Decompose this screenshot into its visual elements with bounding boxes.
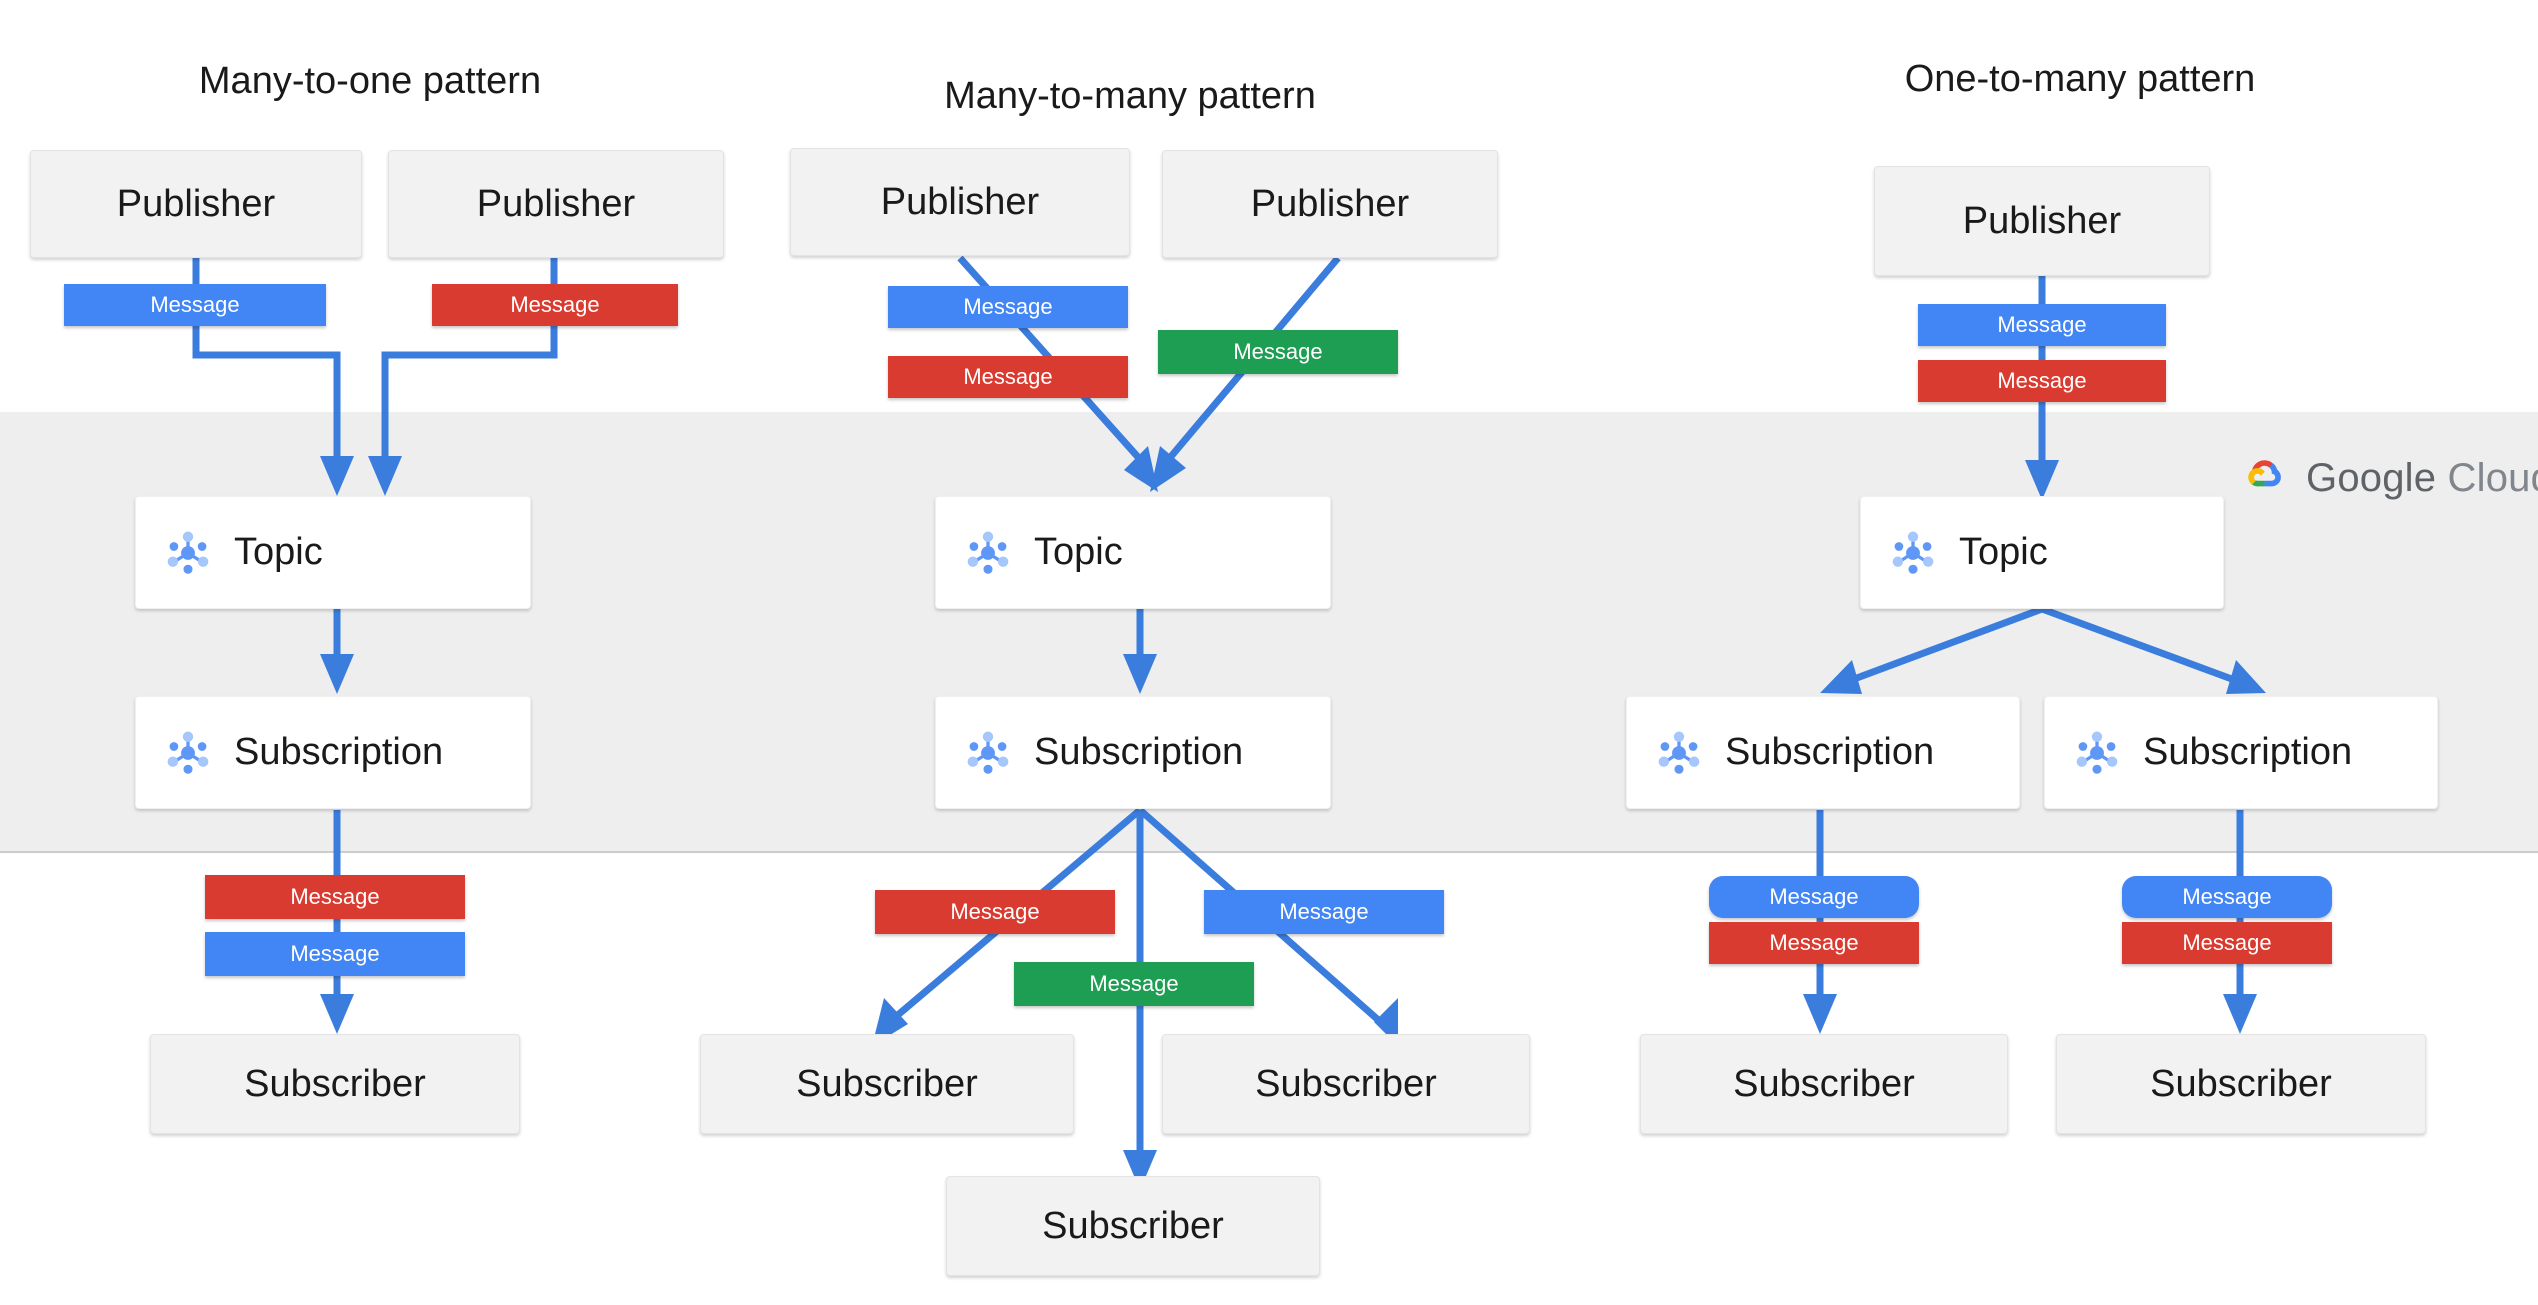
publisher-label: Publisher [476,182,636,225]
subscription-box-c2[interactable]: Subscription [935,696,1331,809]
message-label: Message [2182,930,2272,955]
subscriber-box-c2-right[interactable]: Subscriber [1162,1034,1530,1134]
message-chip-publish-blue-c3[interactable]: Message [1918,304,2166,346]
publisher-box-1[interactable]: Publisher [30,150,362,258]
message-label: Message [1089,971,1179,996]
subscriber-box-c1[interactable]: Subscriber [150,1034,520,1134]
publisher-label: Publisher [1250,182,1410,225]
arrowhead-publisher-topic-c3 [2025,460,2059,500]
subscription-label: Subscription [2143,731,2353,773]
publisher-box-3[interactable]: Publisher [790,148,1130,256]
subscription-box-c1[interactable]: Subscription [135,696,531,809]
wire-topic-to-sub-left-c3 [1836,605,2044,689]
subscriber-label: Subscriber [1042,1204,1224,1247]
topic-box-c1[interactable]: Topic [135,496,531,609]
message-chip-publish-red-c2[interactable]: Message [888,356,1128,398]
arrowhead-topic-sub-right-c3 [2226,660,2266,694]
pubsub-node-icon [167,531,209,574]
message-chip-deliver-red-c3-left[interactable]: Message [1709,922,1919,964]
topic-label: Topic [1959,531,2048,573]
wire-topic-to-sub-right-c3 [2040,605,2250,689]
message-chip-deliver-blue-c3-left[interactable]: Message [1709,876,1919,918]
arrowhead-pub2-topic [368,456,402,496]
message-label: Message [963,364,1053,389]
subscriber-label: Subscriber [796,1062,978,1105]
publisher-box-2[interactable]: Publisher [388,150,724,258]
pubsub-node-icon [2076,731,2118,774]
arrowhead-topic-sub-c2 [1123,654,1157,694]
google-cloud-logo: Google Cloud [2238,452,2538,504]
message-label: Message [290,941,380,966]
arrowhead-sub-subscriber-right-c3 [2223,994,2257,1034]
subscriber-label: Subscriber [244,1062,426,1105]
message-label: Message [1997,368,2087,393]
message-chip-publish-red-c3[interactable]: Message [1918,360,2166,402]
google-cloud-wordmark: Google Cloud [2306,456,2538,501]
arrowhead-topic-sub-c1 [320,654,354,694]
publisher-label: Publisher [880,180,1040,223]
message-label: Message [2182,884,2272,909]
publisher-label: Publisher [1962,199,2122,242]
message-chip-publish-green-c2[interactable]: Message [1158,330,1398,374]
arrowhead-topic-sub-left-c3 [1820,660,1862,694]
pubsub-node-icon [967,731,1009,774]
message-chip-publish-blue-c2[interactable]: Message [888,286,1128,328]
message-label: Message [150,292,240,317]
message-label: Message [1279,899,1369,924]
publisher-box-5[interactable]: Publisher [1874,166,2210,276]
subscription-label: Subscription [1034,731,1244,773]
message-label: Message [1997,312,2087,337]
subscription-label: Subscription [1725,731,1935,773]
pattern-title-one-to-many: One-to-many pattern [1904,58,2256,100]
subscription-label: Subscription [234,731,444,773]
arrowhead-sub-center-c2 [1123,1150,1157,1190]
subscriber-box-c2-left[interactable]: Subscriber [700,1034,1074,1134]
publisher-box-4[interactable]: Publisher [1162,150,1498,258]
topic-label: Topic [1034,531,1123,573]
message-label: Message [1769,884,1859,909]
message-label: Message [1233,339,1323,364]
message-label: Message [1769,930,1859,955]
publisher-label: Publisher [116,182,276,225]
subscriber-label: Subscriber [1733,1062,1915,1105]
arrowhead-sub-subscriber-left-c3 [1803,994,1837,1034]
message-chip-deliver-blue-c3-right[interactable]: Message [2122,876,2332,918]
message-chip-deliver-green-c2[interactable]: Message [1014,962,1254,1006]
pubsub-node-icon [1658,731,1700,774]
message-label: Message [963,294,1053,319]
message-chip-publish-blue-c1[interactable]: Message [64,284,326,326]
subscriber-label: Subscriber [2150,1062,2332,1105]
subscription-box-c3-left[interactable]: Subscription [1626,696,2020,809]
arrowhead-pub4-topic [1150,446,1186,492]
google-cloud-logo-icon [2248,460,2281,487]
pattern-title-many-to-many: Many-to-many pattern [944,75,1316,117]
subscriber-label: Subscriber [1255,1062,1437,1105]
message-chip-deliver-red-c1[interactable]: Message [205,875,465,919]
message-chip-deliver-blue-c1[interactable]: Message [205,932,465,976]
message-chip-publish-red-c1[interactable]: Message [432,284,678,326]
pubsub-node-icon [167,731,209,774]
topic-box-c3[interactable]: Topic [1860,496,2224,609]
pattern-title-many-to-one: Many-to-one pattern [198,60,542,102]
topic-box-c2[interactable]: Topic [935,496,1331,609]
message-label: Message [290,884,380,909]
subscriber-box-c2-center[interactable]: Subscriber [946,1176,1320,1276]
arrowhead-pub3-topic [1124,446,1158,492]
subscriber-box-c3-right[interactable]: Subscriber [2056,1034,2426,1134]
message-label: Message [950,899,1040,924]
subscription-box-c3-right[interactable]: Subscription [2044,696,2438,809]
topic-label: Topic [234,531,323,573]
brand-cloud: Cloud [2447,455,2538,500]
message-label: Message [510,292,600,317]
message-chip-deliver-red-c3-right[interactable]: Message [2122,922,2332,964]
subscriber-box-c3-left[interactable]: Subscriber [1640,1034,2008,1134]
brand-google: Google [2306,455,2437,500]
message-chip-deliver-red-c2[interactable]: Message [875,890,1115,934]
arrowhead-sub-subscriber-c1 [320,994,354,1034]
message-chip-deliver-blue-c2[interactable]: Message [1204,890,1444,934]
pubsub-node-icon [967,531,1009,574]
pubsub-node-icon [1892,531,1934,574]
arrowhead-pub1-topic [320,456,354,496]
